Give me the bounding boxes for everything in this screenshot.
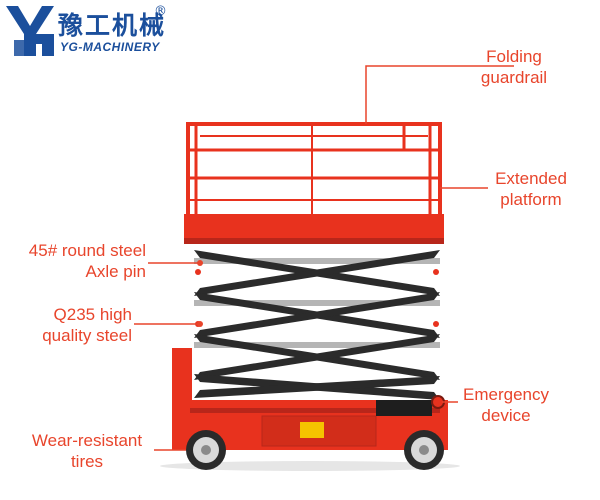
yg-logo-icon bbox=[6, 6, 54, 56]
callout-emergency-device-line2: device bbox=[481, 406, 531, 425]
callout-tires-line1: Wear-resistant bbox=[31, 431, 143, 450]
callout-axle-pin: 45# round steel Axle pin bbox=[10, 240, 146, 282]
callout-folding-guardrail-line1: Folding bbox=[486, 47, 542, 66]
callout-axle-pin-line1: 45# round steel bbox=[28, 241, 146, 260]
callout-quality-steel-line2: quality steel bbox=[42, 326, 132, 345]
callout-folding-guardrail: Folding guardrail bbox=[468, 46, 560, 88]
callout-emergency-device-line1: Emergency bbox=[463, 385, 549, 404]
callout-tires: Wear-resistant tires bbox=[24, 430, 150, 472]
floor-shadow bbox=[160, 461, 460, 471]
callout-tires-line2: tires bbox=[70, 452, 104, 471]
brand-english-name: YG-MACHINERY bbox=[60, 40, 160, 54]
callout-folding-guardrail-line2: guardrail bbox=[480, 68, 548, 87]
callout-axle-pin-line2: Axle pin bbox=[85, 262, 146, 281]
registered-mark: ® bbox=[154, 4, 167, 19]
brand-chinese-name: 豫工机械 bbox=[58, 11, 167, 40]
front-wheel bbox=[186, 430, 226, 470]
guardrail bbox=[186, 122, 442, 218]
scissor-arms bbox=[194, 250, 440, 400]
callout-extended-platform-line2: platform bbox=[500, 190, 562, 209]
callout-extended-platform: Extended platform bbox=[488, 168, 574, 210]
warning-label bbox=[300, 422, 324, 438]
platform-edge bbox=[184, 238, 444, 244]
rear-wheel bbox=[404, 430, 444, 470]
brand-logo: 豫工机械 ® YG-MACHINERY bbox=[4, 4, 174, 60]
axle-pins bbox=[195, 269, 439, 327]
callout-quality-steel-line1: Q235 high bbox=[53, 305, 132, 324]
callout-line-guardrail bbox=[365, 65, 514, 124]
callout-lines bbox=[134, 65, 514, 451]
callout-extended-platform-line1: Extended bbox=[495, 169, 567, 188]
callout-dots bbox=[197, 260, 203, 327]
control-panel bbox=[376, 400, 432, 416]
platform-deck bbox=[184, 214, 444, 240]
callout-quality-steel: Q235 high quality steel bbox=[10, 304, 132, 346]
callout-emergency-device: Emergency device bbox=[456, 384, 556, 426]
